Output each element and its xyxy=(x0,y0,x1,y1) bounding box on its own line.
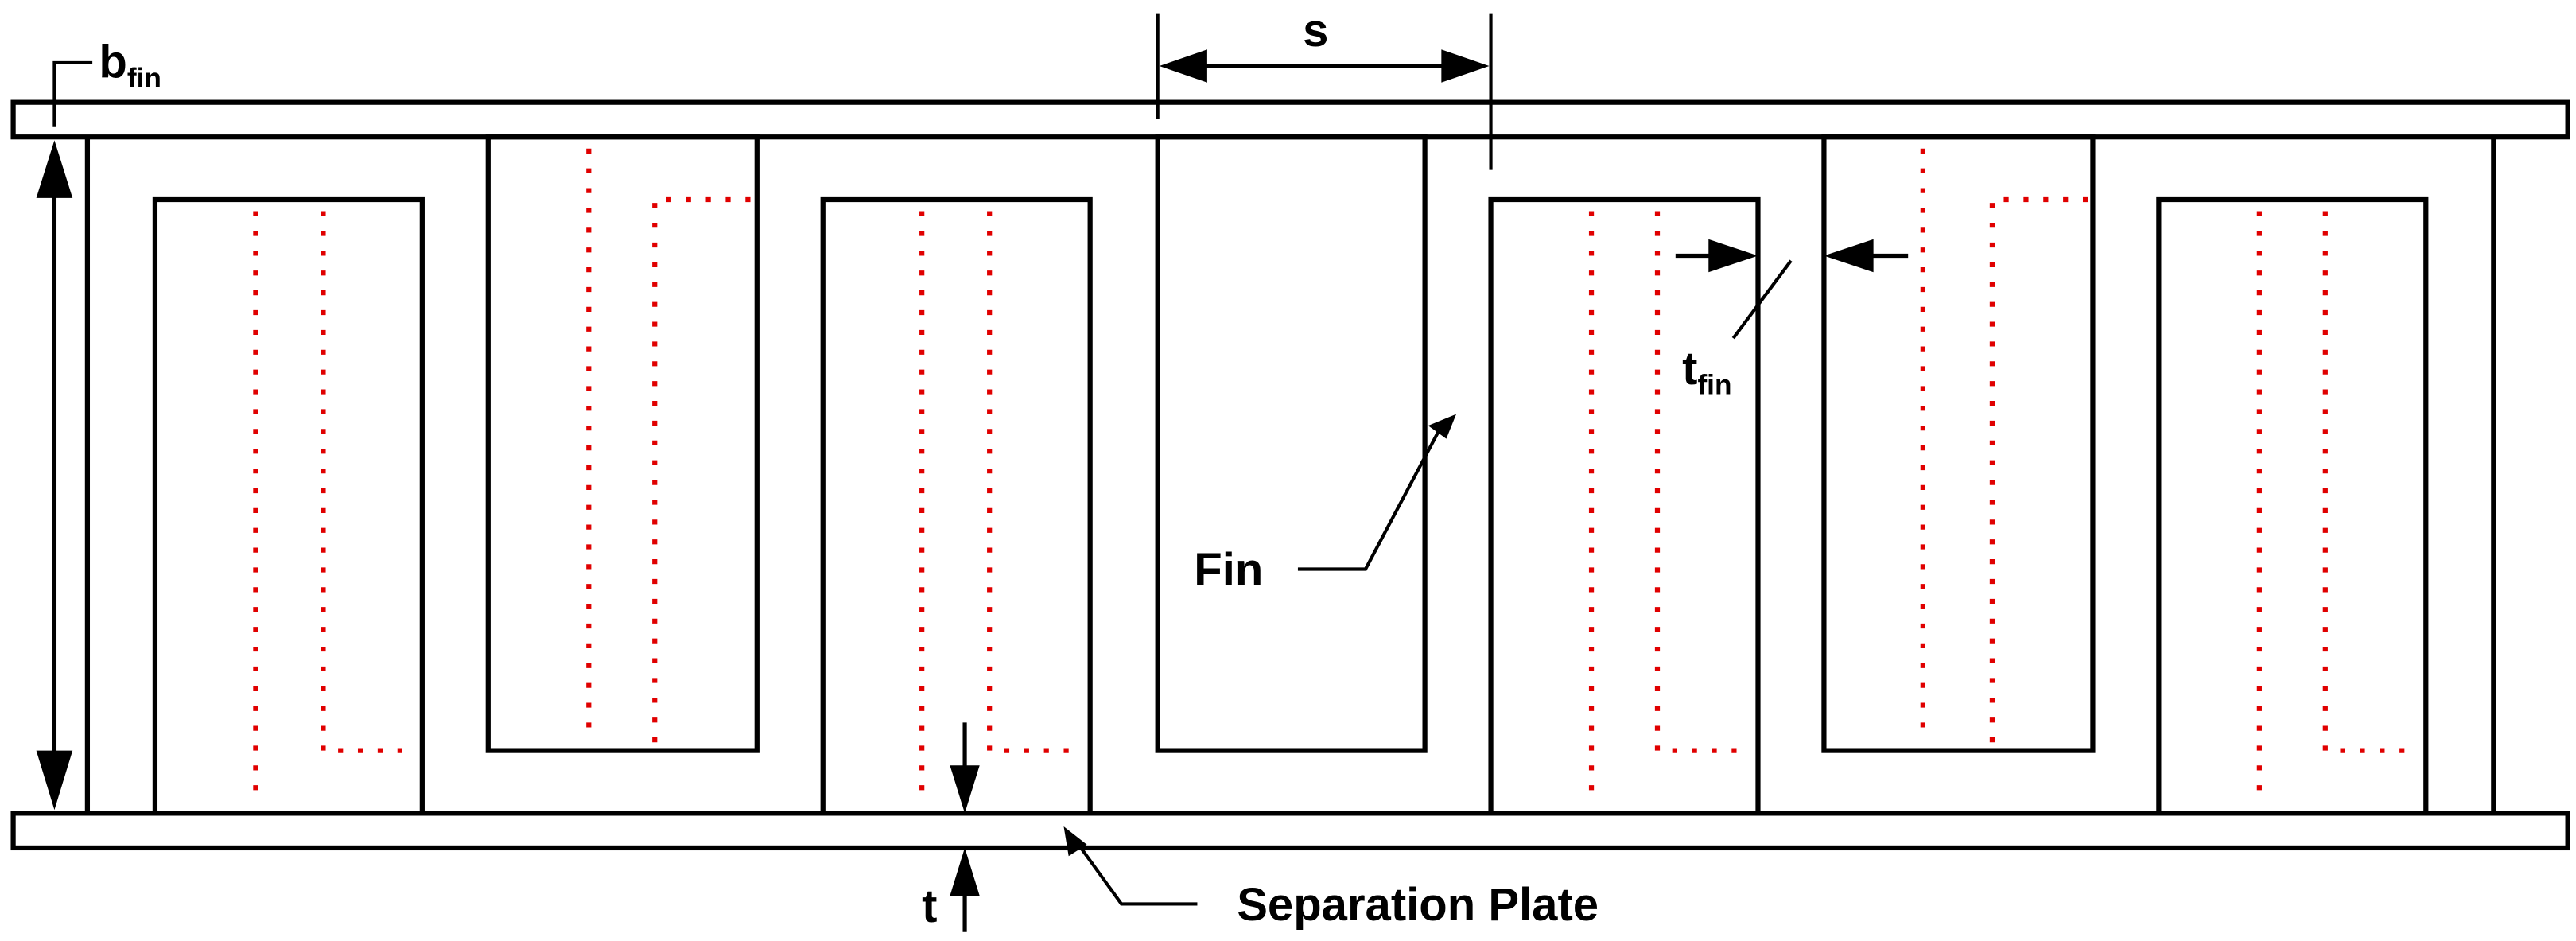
dotted-line xyxy=(1989,196,2088,743)
s-dimension: s xyxy=(1156,5,1493,170)
top-separation-plate xyxy=(10,99,2570,140)
t-fin-dimension: tfin xyxy=(1675,239,1909,401)
fin-channel-1 xyxy=(152,196,425,816)
arrowhead-down xyxy=(36,750,73,811)
dotted-line xyxy=(321,211,414,753)
separation-plate-callout: Separation Plate xyxy=(1063,826,1599,931)
b-fin-label: bfin xyxy=(99,37,161,94)
dotted-guides xyxy=(253,148,2418,806)
bottom-separation-plate xyxy=(10,811,2570,851)
arrowhead-up xyxy=(950,847,980,896)
dotted-line xyxy=(652,196,751,743)
arrowhead xyxy=(1063,826,1087,857)
fin-channel-3 xyxy=(820,196,1093,816)
arrowhead-right xyxy=(1708,239,1758,273)
fin-channel-4 xyxy=(1155,134,1428,753)
fin-callout: Fin xyxy=(1194,414,1457,596)
t-dimension: t xyxy=(922,722,980,932)
fin-outlines xyxy=(84,134,2496,816)
s-label: s xyxy=(1303,5,1328,56)
fin-channel-2 xyxy=(485,134,760,753)
b-fin-dimension: bfin xyxy=(36,37,161,811)
t-label: t xyxy=(922,881,937,932)
fin-channel-5 xyxy=(1488,196,1761,816)
arrowhead-left xyxy=(1824,239,1874,273)
fin-leader xyxy=(1297,431,1440,571)
t-fin-leader xyxy=(1731,259,1793,340)
dotted-line xyxy=(987,211,1082,753)
b-fin-leader xyxy=(52,60,93,127)
separation-plate-leader xyxy=(1077,843,1198,906)
arrowhead-right xyxy=(1441,49,1490,83)
fin-channel-7 xyxy=(2156,196,2429,816)
arrowhead-up xyxy=(36,140,73,198)
fin-label: Fin xyxy=(1194,544,1263,596)
dotted-line xyxy=(2322,211,2418,753)
arrowhead xyxy=(1428,414,1457,439)
arrowhead-left xyxy=(1159,49,1207,83)
dotted-line xyxy=(1654,211,1750,753)
fin-channel-6 xyxy=(1821,134,2096,753)
separation-plate-label: Separation Plate xyxy=(1237,879,1599,931)
arrowhead-down xyxy=(950,765,980,814)
t-fin-label: tfin xyxy=(1682,343,1731,400)
